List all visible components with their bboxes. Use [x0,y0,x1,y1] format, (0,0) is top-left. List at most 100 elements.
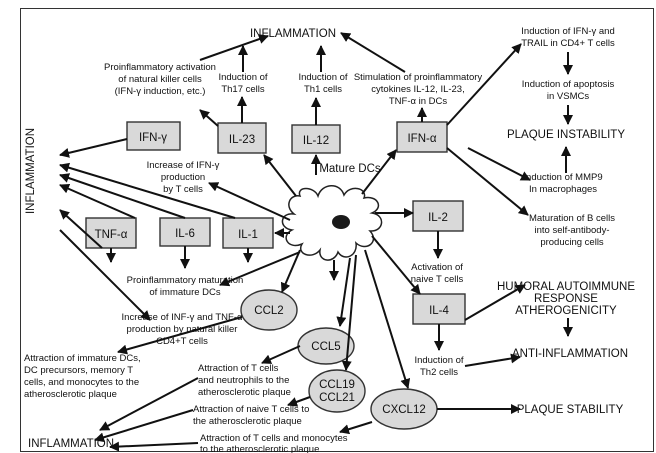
svg-text:Induction of: Induction of [298,72,347,83]
caption-ifn-increase: Increase of IFN-γ production by T cells [147,160,220,195]
svg-text:TRAIL in CD4+ T cells: TRAIL in CD4+ T cells [521,38,615,49]
svg-text:IFN-α: IFN-α [407,133,436,145]
svg-text:cells, and monocytes to the: cells, and monocytes to the [24,377,139,388]
diagram-border [20,8,654,452]
svg-text:CCL5: CCL5 [311,341,340,353]
svg-text:CXCL12: CXCL12 [382,404,425,416]
caption-stim-cytokines: Stimulation of proinflammatory cytokines… [354,72,483,107]
caption-bcells: Maturation of B cells into self-antibody… [529,213,615,248]
svg-text:IFN-γ: IFN-γ [139,132,167,144]
box-tnf-alpha: TNF-α [85,217,137,249]
caption-th1: Induction of Th1 cells [298,72,347,95]
svg-text:by T cells: by T cells [163,184,203,195]
svg-text:the atherosclerotic plaque: the atherosclerotic plaque [193,416,302,427]
svg-text:of natural killer cells: of natural killer cells [118,74,202,85]
svg-text:atherosclerotic plaque: atherosclerotic plaque [198,387,291,398]
svg-text:Stimulation of proinflammatory: Stimulation of proinflammatory [354,72,483,83]
ellipse-ccl2: CCL2 [240,289,298,331]
ellipse-cxcl12: CXCL12 [370,388,438,430]
svg-text:IL-23: IL-23 [229,134,255,146]
svg-text:IL-6: IL-6 [175,228,195,240]
svg-text:into self-antibody-: into self-antibody- [535,225,610,236]
caption-nk-activation: Proinflammatory activation of natural ki… [104,62,216,97]
svg-text:Proinflammatory activation: Proinflammatory activation [104,62,216,73]
box-il23: IL-23 [217,122,267,154]
svg-text:Increase of IFN-γ: Increase of IFN-γ [147,160,220,171]
box-il6: IL-6 [159,217,211,247]
svg-text:Induction of apoptosis: Induction of apoptosis [522,79,615,90]
svg-text:production: production [161,172,205,183]
caption-apoptosis: Induction of apoptosis in VSMCs [522,79,615,102]
svg-text:IL-4: IL-4 [429,305,449,317]
svg-text:In macrophages: In macrophages [529,184,597,195]
caption-ifn-trail: Induction of IFN-γ and TRAIL in CD4+ T c… [521,26,615,49]
ellipse-ccl19-ccl21: CCL19 CCL21 [308,369,366,413]
svg-text:CCL2: CCL2 [254,305,283,317]
caption-mmp9: Induction of MMP9 In macrophages [523,172,602,195]
caption-attr-immature: Attraction of immature DCs, DC precursor… [24,353,141,400]
mature-dc-cell [281,185,383,261]
svg-text:production by natural killer: production by natural killer [127,324,238,335]
svg-text:CD4+T cells: CD4+T cells [156,336,208,347]
svg-text:Th1 cells: Th1 cells [304,84,342,95]
svg-text:(IFN-γ induction, etc.): (IFN-γ induction, etc.) [115,86,206,97]
box-ifn-alpha: IFN-α [396,121,448,153]
svg-text:Attraction of naive T cells to: Attraction of naive T cells to [193,404,309,415]
svg-text:producing cells: producing cells [540,237,604,248]
svg-text:Th2 cells: Th2 cells [420,367,458,378]
svg-text:Activation of: Activation of [411,262,463,273]
heading-inflammation-bottom: INFLAMMATION [28,438,114,450]
svg-text:Attraction of T cells and mon: Attraction of T cells and monocytes [200,433,348,444]
ellipse-ccl5: CCL5 [297,327,355,365]
svg-text:Induction of: Induction of [414,355,463,366]
heading-plaque-instability: PLAQUE INSTABILITY [507,129,625,141]
caption-naive-activation: Activation of naive T cells [411,262,464,285]
heading-plaque-stability: PLAQUE STABILITY [517,404,624,416]
caption-proinf-maturation: Proinflammatory maturation of immature D… [127,275,244,298]
arrows [59,32,573,452]
svg-text:to the atherosclerotic plaque: to the atherosclerotic plaque [200,444,319,453]
svg-text:Induction of MMP9: Induction of MMP9 [523,172,602,183]
svg-text:naive T cells: naive T cells [411,274,464,285]
caption-attr-naive: Attraction of naive T cells to the ather… [193,404,309,427]
box-il1: IL-1 [222,217,274,249]
svg-text:cytokines IL-12, IL-23,: cytokines IL-12, IL-23, [371,84,464,95]
svg-text:IL-12: IL-12 [303,135,329,147]
svg-text:Increase of INF-γ and TNF-α: Increase of INF-γ and TNF-α [122,312,243,323]
svg-text:IL-2: IL-2 [428,212,448,224]
box-il2: IL-2 [412,200,464,232]
svg-text:Induction of IFN-γ and: Induction of IFN-γ and [521,26,614,37]
svg-text:DC precursors, memory T: DC precursors, memory T [24,365,133,376]
svg-text:of immature DCs: of immature DCs [149,287,221,298]
caption-inf-tnf: Increase of INF-γ and TNF-α production b… [122,312,243,347]
box-il12: IL-12 [291,124,341,154]
heading-inflammation-top: INFLAMMATION [250,28,336,40]
svg-text:IL-1: IL-1 [238,229,258,241]
heading-humoral-1: HUMORAL AUTOIMMUNE [497,281,635,293]
svg-text:Proinflammatory maturation: Proinflammatory maturation [127,275,244,286]
caption-attr-tcells-neutrophils: Attraction of T cells and neutrophils to… [198,363,291,398]
caption-attr-tcells-monocytes: Attraction of T cells and monocytes to t… [200,433,348,453]
caption-th2: Induction of Th2 cells [414,355,463,378]
heading-humoral-3: ATHEROGENICITY [515,305,617,317]
caption-th17: Induction of Th17 cells [218,72,267,95]
svg-text:in VSMCs: in VSMCs [547,91,589,102]
box-ifn-gamma: IFN-γ [126,121,181,151]
svg-text:CCL19: CCL19 [319,379,355,391]
box-il4: IL-4 [412,293,466,325]
svg-text:Maturation of B cells: Maturation of B cells [529,213,615,224]
heading-humoral-2: RESPONSE [534,293,598,305]
svg-text:atherosclerotic plaque: atherosclerotic plaque [24,389,117,400]
heading-inflammation-left: INFLAMMATION [25,128,37,214]
svg-text:TNF-α: TNF-α [95,229,128,241]
mature-dcs-label: Mature DCs [319,163,381,175]
svg-text:and neutrophils to the: and neutrophils to the [198,375,289,386]
svg-text:Induction of: Induction of [218,72,267,83]
svg-text:TNF-α in DCs: TNF-α in DCs [389,96,448,107]
svg-text:Attraction of immature DCs,: Attraction of immature DCs, [24,353,141,364]
heading-anti-inflammation: ANTI-INFLAMMATION [512,348,628,360]
svg-text:Attraction of T cells: Attraction of T cells [198,363,279,374]
svg-text:CCL21: CCL21 [319,392,355,404]
